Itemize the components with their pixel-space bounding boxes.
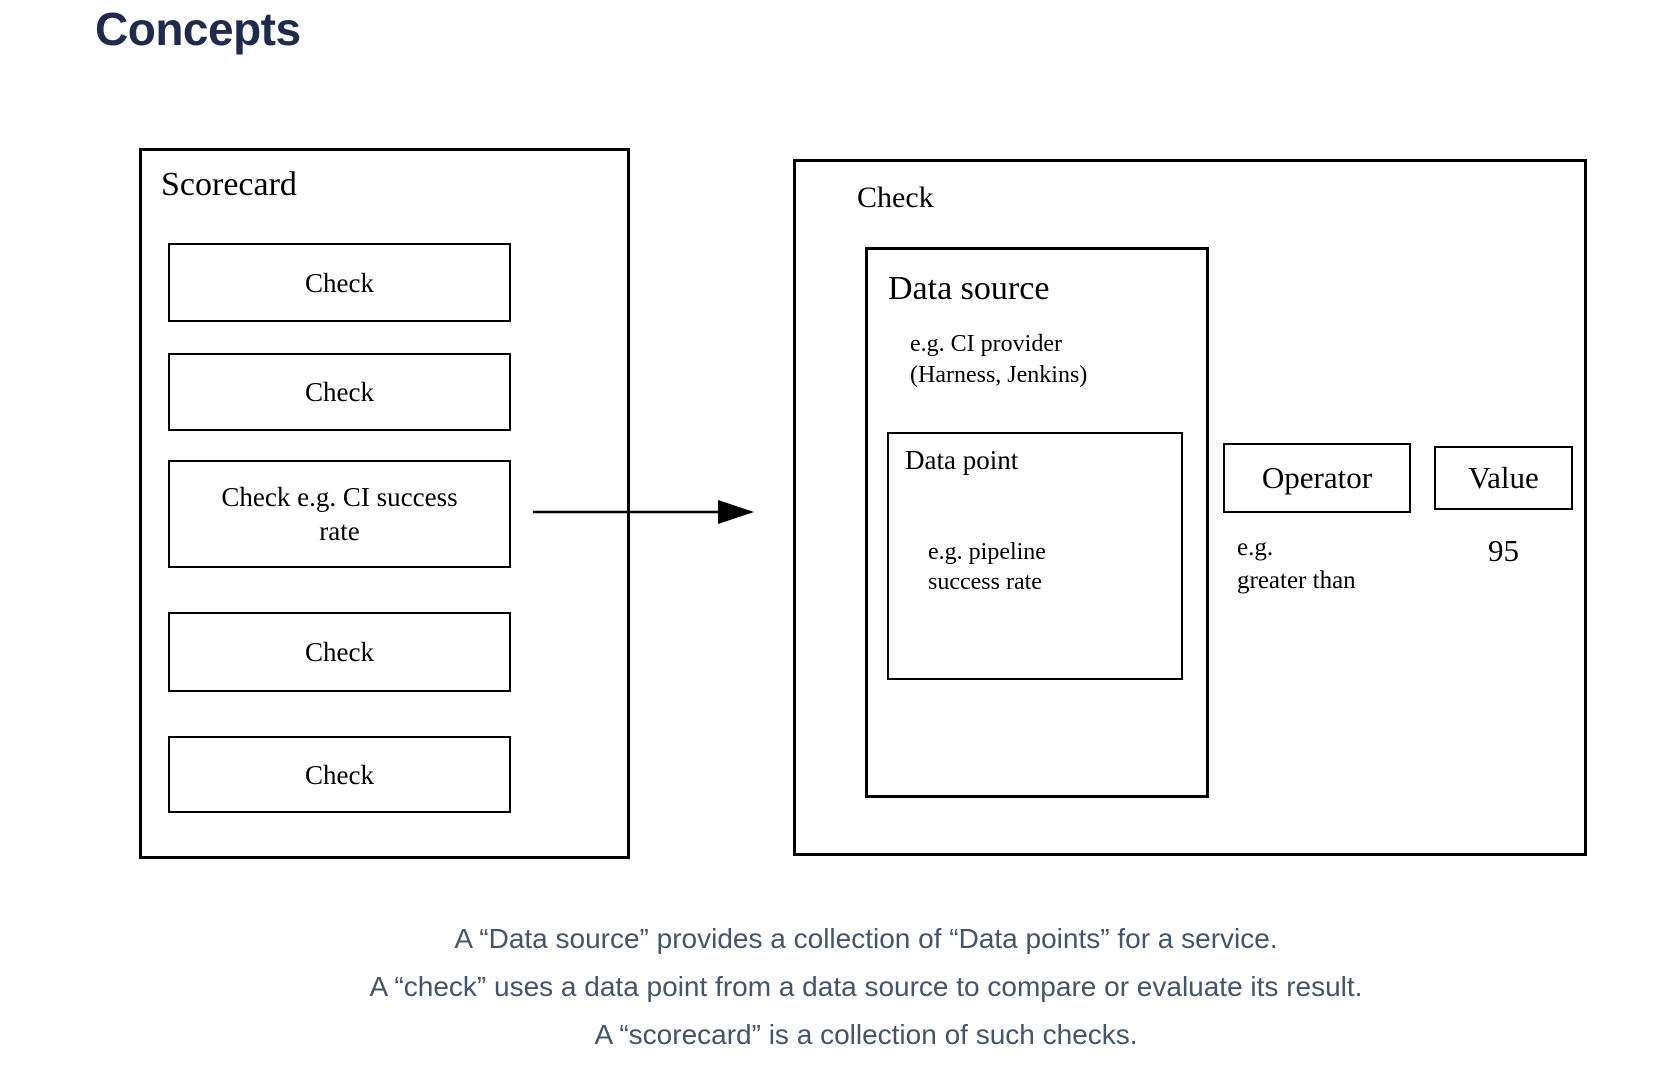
description-line-3: A “scorecard” is a collection of such ch… [594,1019,1138,1050]
check-item-label: Check [305,267,374,298]
scorecard-check-item-4: Check [168,612,511,692]
scorecard-box: Scorecard Check Check Check e.g. CI succ… [139,148,630,859]
scorecard-check-item-5: Check [168,736,511,813]
check-detail-box: Check Data source e.g. CI provider (Harn… [793,159,1587,856]
data-source-example-line1: e.g. CI provider [910,331,1062,357]
value-box: Value [1434,446,1573,510]
data-source-box: Data source e.g. CI provider (Harness, J… [865,247,1209,798]
data-point-example-line2: success rate [928,569,1042,595]
operator-example-line2: greater than [1237,567,1356,594]
check-item-label: Check [305,759,374,790]
scorecard-check-item-ci-success-rate: Check e.g. CI success rate [168,460,511,568]
check-item-label: Check e.g. CI success rate [221,482,458,546]
data-point-box: Data point e.g. pipeline success rate [887,432,1183,680]
data-source-example: e.g. CI provider (Harness, Jenkins) [910,329,1087,391]
data-source-example-line2: (Harness, Jenkins) [910,362,1088,388]
description-line-2: A “check” uses a data point from a data … [369,971,1363,1002]
check-item-label: Check [305,377,374,407]
scorecard-check-item-2: Check [168,353,511,431]
data-point-example: e.g. pipeline success rate [928,537,1046,597]
operator-box: Operator [1223,443,1411,513]
operator-label: Operator [1261,460,1373,495]
data-point-label: Data point [905,445,1019,475]
page-title: Concepts [95,3,301,55]
check-detail-label: Check [857,181,934,214]
description-line-1: A “Data source” provides a collection of… [454,923,1278,954]
right-arrow-icon [533,500,754,524]
data-source-label: Data source [888,270,1050,307]
scorecard-check-item-1: Check [168,243,511,322]
scorecard-label: Scorecard [161,166,297,203]
value-label: Value [1468,460,1539,495]
value-example: 95 [1488,533,1519,568]
operator-example: e.g. greater than [1237,531,1356,597]
data-point-example-line1: e.g. pipeline [928,539,1046,565]
operator-example-line1: e.g. [1237,534,1274,561]
description-text: A “Data source” provides a collection of… [36,915,1660,1059]
check-item-label: Check [305,637,374,667]
